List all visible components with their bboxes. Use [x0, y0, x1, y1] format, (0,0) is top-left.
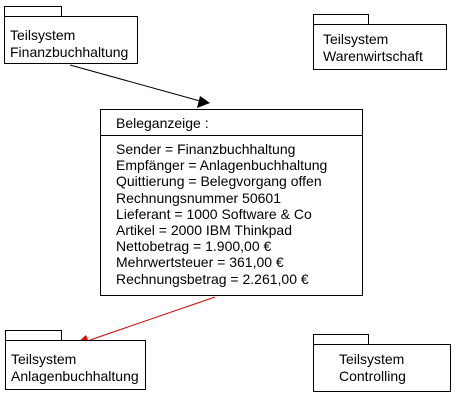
- package-line2: Warenwirtschaft: [323, 48, 423, 64]
- package-anlagenbuchhaltung: Teilsystem Anlagenbuchhaltung: [5, 330, 146, 390]
- package-label: Teilsystem Anlagenbuchhaltung: [11, 351, 139, 385]
- package-label: Teilsystem Finanzbuchhaltung: [10, 27, 128, 61]
- package-tab: [5, 330, 62, 340]
- attribute-item: Rechnungsbetrag = 2.261,00 €: [116, 270, 309, 287]
- package-tab: [4, 6, 62, 16]
- package-warenwirtschaft: Teilsystem Warenwirtschaft: [313, 14, 447, 70]
- object-beleganzeige: Beleganzeige : Sender = Finanzbuchhaltun…: [100, 109, 363, 296]
- package-finanzbuchhaltung: Teilsystem Finanzbuchhaltung: [4, 6, 138, 64]
- arrow-beleg-to-anlagen: [89, 296, 216, 341]
- attribute-item: Quittierung = Belegvorgang offen: [116, 173, 322, 190]
- attribute-item: Nettobetrag = 1.900,00 €: [116, 238, 272, 255]
- package-body: [5, 340, 146, 390]
- arrowhead-black: [197, 96, 210, 108]
- object-header: Beleganzeige :: [101, 110, 362, 136]
- arrow-fibu-to-beleg: [69, 64, 201, 102]
- attribute-item: Rechnungsnummer 50601: [116, 189, 281, 206]
- attribute-item: Artikel = 2000 IBM Thinkpad: [116, 222, 293, 239]
- package-controlling: Teilsystem Controlling: [313, 334, 451, 392]
- package-body: [4, 16, 138, 64]
- package-line1: Teilsystem: [11, 351, 77, 367]
- object-title: Beleganzeige :: [116, 115, 209, 131]
- attribute-item: Sender = Finanzbuchhaltung: [116, 141, 296, 157]
- package-tab: [313, 334, 369, 344]
- package-line1: Teilsystem: [339, 351, 405, 367]
- package-line1: Teilsystem: [323, 31, 389, 47]
- attribute-item: Mehrwertsteuer = 361,00 €: [116, 254, 284, 271]
- attribute-list: Sender = Finanzbuchhaltung Empfänger = A…: [116, 141, 327, 287]
- package-label: Teilsystem Controlling: [339, 351, 406, 385]
- package-label: Teilsystem Warenwirtschaft: [323, 31, 423, 65]
- package-tab: [313, 14, 369, 24]
- package-line1: Teilsystem: [10, 27, 76, 43]
- package-line2: Finanzbuchhaltung: [10, 44, 129, 60]
- package-line2: Anlagenbuchhaltung: [11, 368, 139, 384]
- package-body: [313, 344, 451, 392]
- attribute-item: Lieferant = 1000 Software & Co: [116, 205, 312, 222]
- package-line2: Controlling: [339, 368, 406, 384]
- attribute-item: Empfänger = Anlagenbuchhaltung: [116, 157, 328, 174]
- package-body: [313, 24, 447, 70]
